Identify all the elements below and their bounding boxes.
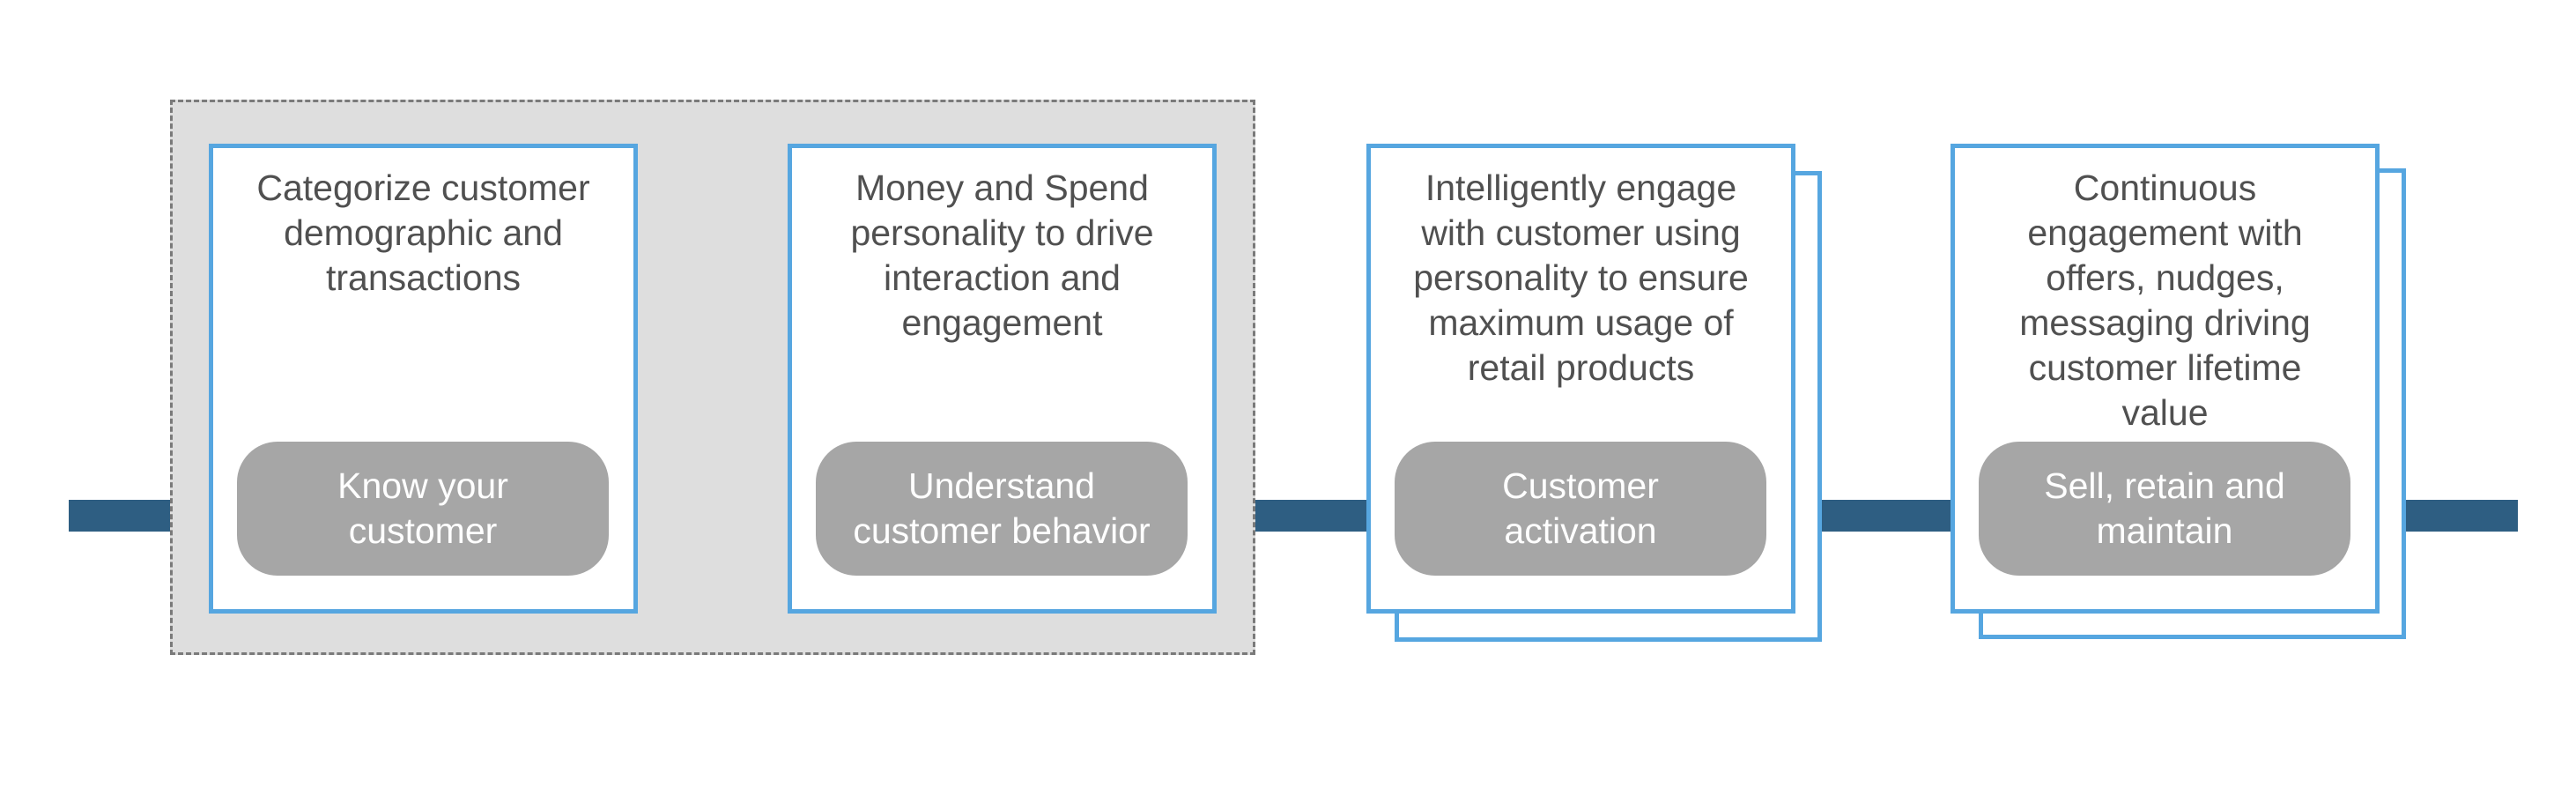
stage-2-label-pill: Understand customer behavior — [816, 442, 1188, 576]
stage-3-label-pill: Customer activation — [1395, 442, 1766, 576]
stage-4-card: Continuous engagement with offers, nudge… — [1951, 144, 2380, 614]
stage-1-card: Categorize customer demographic and tran… — [209, 144, 638, 614]
stage-4-label-pill: Sell, retain and maintain — [1979, 442, 2350, 576]
stage-1-label-pill: Know your customer — [237, 442, 609, 576]
stage-4-description: Continuous engagement with offers, nudge… — [2019, 167, 2311, 433]
stage-3-description: Intelligently engage with customer using… — [1413, 167, 1749, 388]
stage-2-description: Money and Spend personality to drive int… — [850, 167, 1154, 343]
stage-2-card: Money and Spend personality to drive int… — [788, 144, 1217, 614]
stage-3-card: Intelligently engage with customer using… — [1366, 144, 1795, 614]
stage-1-description: Categorize customer demographic and tran… — [256, 167, 590, 298]
